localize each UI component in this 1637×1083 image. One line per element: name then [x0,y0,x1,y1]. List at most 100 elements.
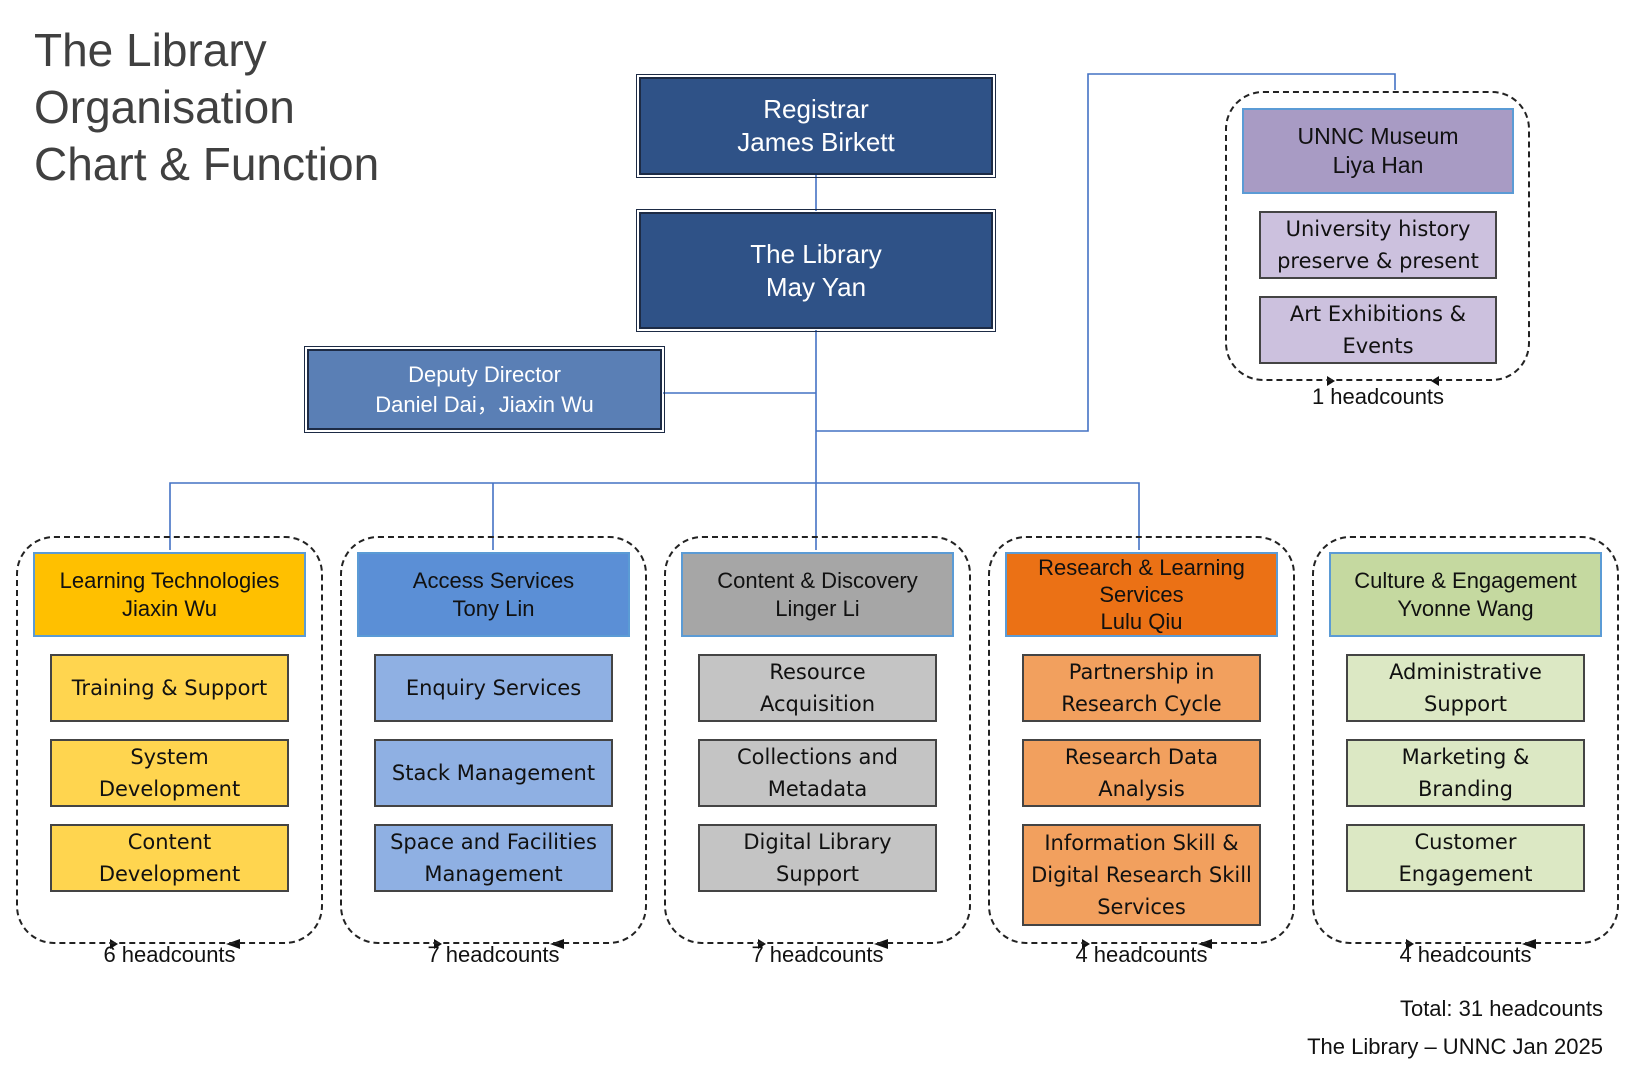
museum-group [1225,91,1530,381]
function-line: Information Skill & [1044,831,1239,855]
total-headcount: Total: 31 headcounts [1399,996,1603,1021]
learning-technologies-headcount: 6 headcounts [103,942,236,967]
museum-header: UNNC Museum Liya Han [1242,108,1514,194]
headcount-arrow-left [226,939,240,949]
function-line: Digital Library [743,830,892,854]
content-discovery-group [664,536,971,944]
function-line: Customer [1414,830,1517,854]
function-line: Collections and [737,745,898,769]
department-name: Access Services [412,567,575,593]
access-services-function-2: Stack Management [374,739,613,807]
function-line: Resource [769,660,866,684]
function-line: Research Cycle [1061,692,1222,716]
function-line: preserve & present [1277,249,1479,273]
deputy-director-box: Deputy Director Daniel Dai，Jiaxin Wu [304,346,665,433]
library-head-name: May Yan [765,271,867,302]
access-services-function-1: Enquiry Services [374,654,613,722]
headcount-arrow-left [874,939,888,949]
culture-engagement-group [1312,536,1619,944]
library-head-box: The Library May Yan [636,209,996,332]
function-line: Development [98,777,241,801]
headcount-arrow-right [96,939,118,949]
learning-technologies-function-1: Training & Support [50,654,289,722]
culture-engagement-function-2: Marketing & Branding [1346,739,1585,807]
headcount-arrow-right [744,939,766,949]
department-name: Services [1099,582,1184,607]
culture-engagement-headcount: 4 headcounts [1399,942,1532,967]
headcount-arrow-left [1522,939,1536,949]
museum-function-exhibitions: Art Exhibitions & Events [1259,296,1497,364]
function-line: Engagement [1398,862,1533,886]
department-head-name: Tony Lin [452,595,535,621]
department-name: Research & Learning [1038,555,1245,580]
function-line: Administrative [1389,660,1542,684]
function-line: Support [775,862,859,886]
headcount-arrow-left [550,939,564,949]
headcount-arrow-right [420,939,442,949]
deputy-names: Daniel Dai，Jiaxin Wu [375,391,594,417]
research-learning-function-1: Partnership in Research Cycle [1022,654,1261,722]
function-line: University history [1285,217,1471,241]
function-line: Marketing & [1401,745,1530,769]
function-line: Research Data [1064,745,1219,769]
museum-headcount: 1 headcounts [1311,384,1445,409]
function-line: Events [1342,334,1414,358]
deputy-role: Deputy Director [408,361,561,387]
department-head-name: Jiaxin Wu [122,595,217,621]
access-services-group [340,536,647,944]
department-head-name: Linger Li [775,595,860,621]
department-name: Culture & Engagement [1354,567,1577,593]
title-line: Organisation [34,81,295,133]
function-line: Acquisition [759,692,876,716]
registrar-name: James Birkett [737,127,895,157]
content-discovery-headcount: 7 headcounts [751,942,884,967]
function-line: Space and Facilities [390,830,597,854]
title-line: The Library [34,24,267,76]
department-head-name: Yvonne Wang [1397,595,1534,621]
research-learning-group [988,536,1295,944]
headcount-arrows [96,376,1536,949]
function-line: Development [98,862,241,886]
function-line: Management [424,862,563,886]
function-line: Content [127,830,212,854]
function-line: Metadata [767,777,868,801]
page-title: The Library Organisation Chart & Functio… [34,22,379,193]
function-line: Analysis [1098,777,1185,801]
headcount-arrow-right [1068,939,1090,949]
department-head-name: Lulu Qiu [1100,609,1183,634]
learning-technologies-group [16,536,323,944]
footer-caption: The Library – UNNC Jan 2025 [1307,1034,1603,1059]
headcount-arrow-right [1392,939,1414,949]
function-line: Digital Research Skill [1031,863,1252,887]
function-line: Training & Support [71,676,268,700]
function-line: Branding [1417,777,1514,801]
museum-function-history: University history preserve & present [1259,211,1497,279]
function-line: Partnership in [1068,660,1215,684]
museum-name: Liya Han [1332,152,1424,178]
library-role: The Library [750,238,882,269]
research-learning-function-3: Information Skill & Digital Research Skil… [1022,824,1261,926]
function-line: Support [1423,692,1507,716]
registrar-box: Registrar James Birkett [636,74,996,178]
museum-role: UNNC Museum [1297,123,1459,149]
function-line: Services [1097,895,1186,919]
function-line: Enquiry Services [405,676,582,700]
department-name: Learning Technologies [59,567,280,593]
access-services-headcount: 7 headcounts [427,942,560,967]
title-line: Chart & Function [34,138,380,190]
registrar-role: Registrar [763,94,869,124]
